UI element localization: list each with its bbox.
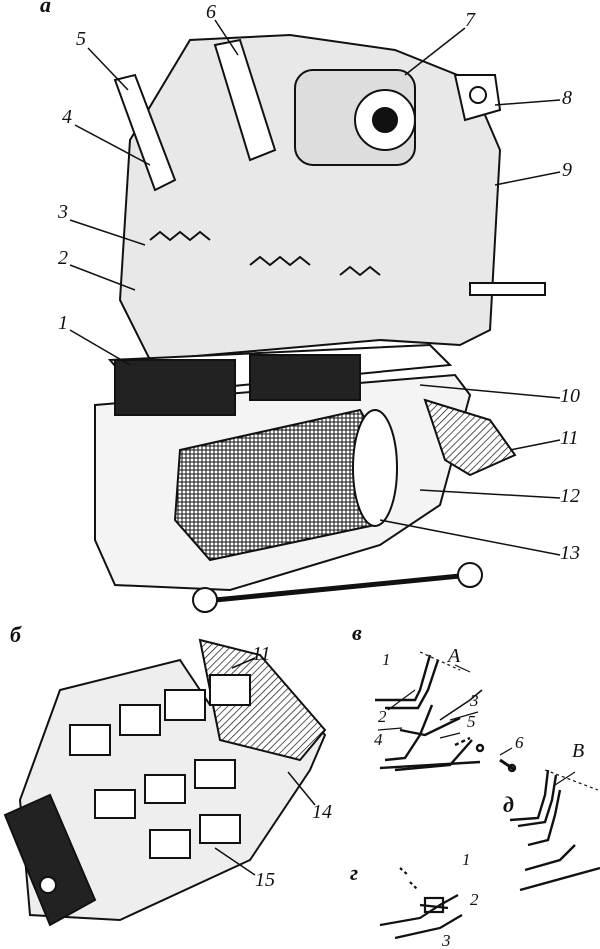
panel-label-d: д bbox=[503, 792, 514, 817]
detail-g-label-1: 1 bbox=[462, 850, 471, 869]
detail-g-drawing bbox=[379, 867, 463, 940]
panel-label-v: в bbox=[352, 620, 362, 645]
label-12: 12 bbox=[560, 485, 580, 507]
label-2: 2 bbox=[58, 247, 68, 269]
detail-d-drawing bbox=[509, 769, 600, 892]
label-10: 10 bbox=[560, 385, 580, 407]
label-1: 1 bbox=[58, 312, 68, 334]
label-6: 6 bbox=[206, 1, 216, 23]
contact-block-leaders bbox=[214, 657, 316, 876]
label-lower-15: 15 bbox=[255, 869, 275, 891]
detail-v-leaders bbox=[377, 651, 513, 756]
main-assembly-drawing bbox=[94, 33, 546, 613]
label-lower-11: 11 bbox=[252, 643, 271, 665]
label-3: 3 bbox=[57, 201, 68, 223]
detail-v-label-6: 6 bbox=[515, 733, 524, 752]
panel-label-b: б bbox=[10, 622, 22, 647]
detail-v-label-1: 1 bbox=[382, 650, 391, 669]
label-5: 5 bbox=[76, 28, 86, 50]
label-lower-14: 14 bbox=[312, 801, 332, 823]
detail-d-leaders bbox=[544, 769, 599, 791]
detail-v-drawing bbox=[375, 654, 517, 773]
detail-v-label-5: 5 bbox=[467, 712, 476, 731]
contact-block-drawing bbox=[3, 638, 327, 927]
panel-label-a: а bbox=[40, 0, 51, 17]
label-4: 4 bbox=[62, 106, 72, 128]
label-11: 11 bbox=[560, 427, 579, 449]
label-13: 13 bbox=[560, 542, 580, 564]
detail-v-label-3: 3 bbox=[469, 691, 479, 710]
detail-v-gap-a: A bbox=[446, 645, 461, 667]
detail-v-label-2: 2 bbox=[378, 707, 387, 726]
label-8: 8 bbox=[562, 87, 572, 109]
detail-g-label-2: 2 bbox=[470, 890, 479, 909]
main-leader-lines bbox=[69, 19, 561, 556]
label-7: 7 bbox=[465, 9, 476, 31]
detail-v-label-4: 4 bbox=[374, 730, 383, 749]
detail-d-gap-b: B bbox=[572, 740, 584, 762]
panel-label-g: г bbox=[350, 860, 358, 885]
detail-g-label-3: 3 bbox=[441, 931, 451, 949]
label-9: 9 bbox=[562, 159, 572, 181]
